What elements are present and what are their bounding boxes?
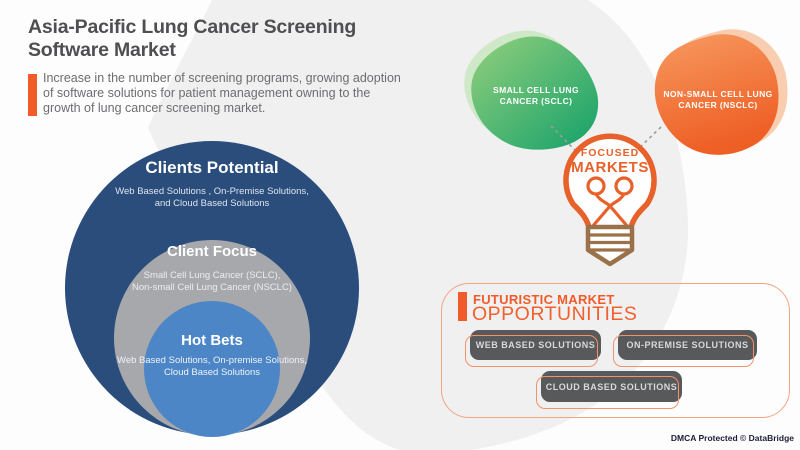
venn-middle-desc-line1: Small Cell Lung Cancer (SCLC), <box>143 270 281 281</box>
opportunities-panel <box>441 283 790 418</box>
lightbulb-icon <box>550 125 662 267</box>
focused-markets-line2: MARKETS <box>571 159 649 176</box>
venn-outer-desc: Web Based Solutions , On-Premise Solutio… <box>92 186 332 210</box>
sclc-label-line1: SMALL CELL LUNG <box>493 85 579 95</box>
venn-middle-desc-line2: Non-small Cell Lung Cancer (NSCLC) <box>132 282 292 293</box>
cloud-based-solutions-button[interactable]: CLOUD BASED SOLUTIONS <box>536 371 682 409</box>
page-title-line1: Asia-Pacific Lung Cancer Screening <box>28 16 357 38</box>
venn-middle-desc: Small Cell Lung Cancer (SCLC), Non-small… <box>102 270 322 294</box>
venn-inner-circle <box>144 301 280 437</box>
subtitle-text: Increase in the number of screening prog… <box>43 71 401 115</box>
sclc-label-line2: CANCER (SCLC) <box>499 96 573 106</box>
sclc-blob <box>464 30 599 150</box>
cloud-based-solutions-label: CLOUD BASED SOLUTIONS <box>545 381 678 392</box>
venn-inner-desc-line2: Cloud Based Solutions <box>163 367 261 378</box>
page-title-line2: Software Market <box>28 39 176 61</box>
venn-outer-title: Clients Potential <box>145 158 279 177</box>
venn-outer-desc-line1: Web Based Solutions , On-Premise Solutio… <box>115 186 309 197</box>
focused-markets-line1: FOCUSED <box>580 147 640 159</box>
venn-inner-desc-line1: Web Based Solutions, On-premise Solution… <box>117 355 307 366</box>
subtitle-accent-bar <box>28 74 37 116</box>
venn-outer-desc-line2: and Cloud Based Solutions <box>154 198 270 209</box>
nsclc-blob <box>654 29 788 155</box>
focused-markets-label: FOCUSED MARKETS <box>545 147 675 176</box>
venn-inner-desc: Web Based Solutions, On-premise Solution… <box>112 355 312 379</box>
dmca-footer-text: DMCA Protected © DataBridge <box>670 433 794 443</box>
web-based-solutions-button[interactable]: WEB BASED SOLUTIONS <box>465 330 601 367</box>
nsclc-label: NON-SMALL CELL LUNG CANCER (NSCLC) <box>650 89 786 111</box>
on-premise-solutions-button[interactable]: ON-PREMISE SOLUTIONS <box>613 330 757 367</box>
opportunities-title: FUTURISTIC MARKET <box>473 292 615 307</box>
page-title: Asia-Pacific Lung Cancer Screening Softw… <box>28 16 458 62</box>
nsclc-label-line1: NON-SMALL CELL LUNG <box>663 89 773 99</box>
nsclc-label-line2: CANCER (NSCLC) <box>678 100 758 110</box>
sclc-label: SMALL CELL LUNG CANCER (SCLC) <box>470 85 602 107</box>
venn-inner-title: Hot Bets <box>181 332 243 349</box>
opportunities-subtitle: OPPORTUNITIES <box>472 303 638 325</box>
web-based-solutions-label: WEB BASED SOLUTIONS <box>475 340 596 350</box>
opportunities-accent-bar <box>458 292 467 321</box>
venn-middle-title: Client Focus <box>166 243 257 260</box>
on-premise-solutions-label: ON-PREMISE SOLUTIONS <box>626 340 749 350</box>
